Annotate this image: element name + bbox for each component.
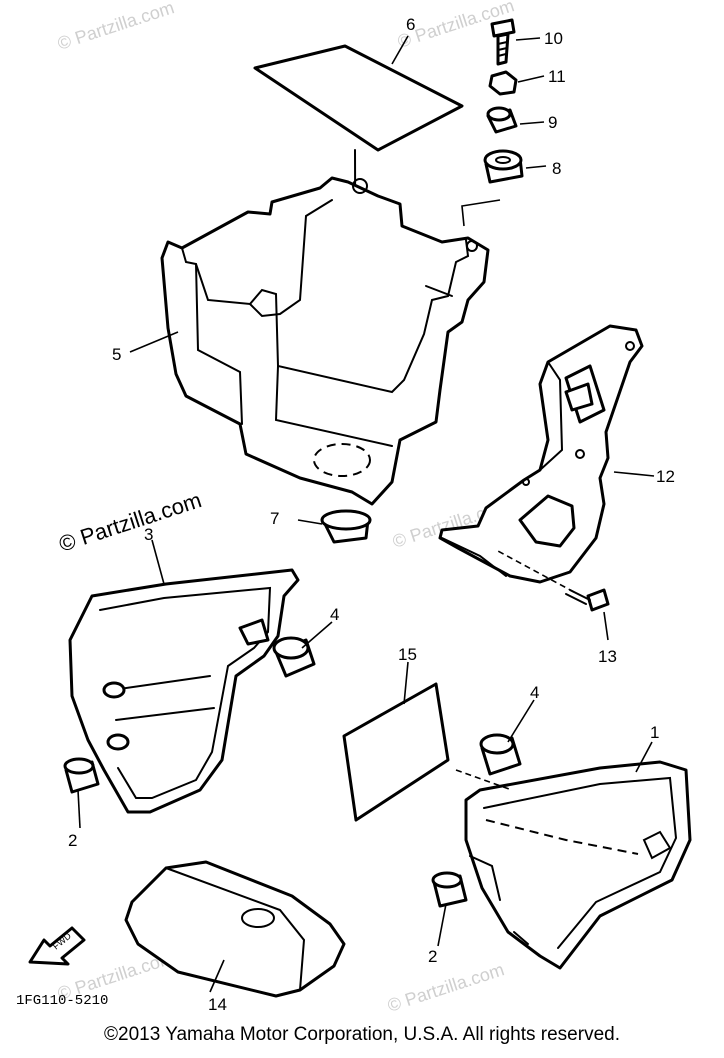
watermark-prominent: © Partzilla.com (56, 487, 205, 557)
copyright-notice: ©2013 Yamaha Motor Corporation, U.S.A. A… (104, 1024, 620, 1045)
callout-7: 7 (270, 509, 279, 528)
part-5-battery-box (160, 176, 490, 506)
part-3-left-side-cover (68, 568, 300, 814)
part-2-grommet-right (431, 871, 468, 908)
part-8-grommet (483, 149, 524, 184)
watermark-bottom-right: © Partzilla.com (385, 959, 507, 1016)
callout-6: 6 (406, 15, 415, 34)
callout-4-left: 4 (330, 605, 339, 624)
callout-15: 15 (398, 645, 417, 664)
callout-12: 12 (656, 467, 675, 486)
callout-5: 5 (112, 345, 121, 364)
callout-13: 13 (598, 647, 617, 666)
part-7-grommet (320, 509, 372, 544)
callout-8: 8 (552, 159, 561, 178)
part-4-grommet-left (272, 636, 316, 678)
part-2-grommet-left (63, 757, 100, 794)
part-1-right-side-cover (464, 760, 692, 970)
part-9-collar (486, 106, 518, 134)
diagram-code: 1FG110-5210 (16, 993, 108, 1009)
callout-9: 9 (548, 113, 557, 132)
callout-3: 3 (144, 525, 153, 544)
leader-15-to-cover (455, 769, 513, 791)
part-4-grommet-right (479, 733, 522, 776)
callout-leaders (77, 35, 655, 993)
part-12-bracket (438, 324, 644, 584)
watermark-group: © Partzilla.com © Partzilla.com © Partzi… (55, 0, 517, 1016)
part-13-screw (495, 549, 610, 612)
callout-11: 11 (548, 67, 566, 86)
callout-4-right: 4 (530, 683, 539, 702)
watermark-top-left: © Partzilla.com (55, 0, 177, 54)
callout-10: 10 (544, 29, 563, 48)
leader-8-to-box (461, 199, 501, 227)
callout-1: 1 (650, 723, 659, 742)
part-10-bolt (490, 18, 516, 66)
part-11-nut (488, 70, 518, 96)
callout-14: 14 (208, 995, 227, 1014)
part-15-label (342, 682, 450, 822)
callout-numbers: 6 10 11 9 8 5 7 12 13 3 4 2 15 4 1 2 14 (68, 15, 675, 1014)
part-14-cover (124, 860, 346, 998)
callout-2-left: 2 (68, 831, 77, 850)
callout-2-right: 2 (428, 947, 437, 966)
fwd-arrow-icon: FWD (28, 926, 86, 966)
